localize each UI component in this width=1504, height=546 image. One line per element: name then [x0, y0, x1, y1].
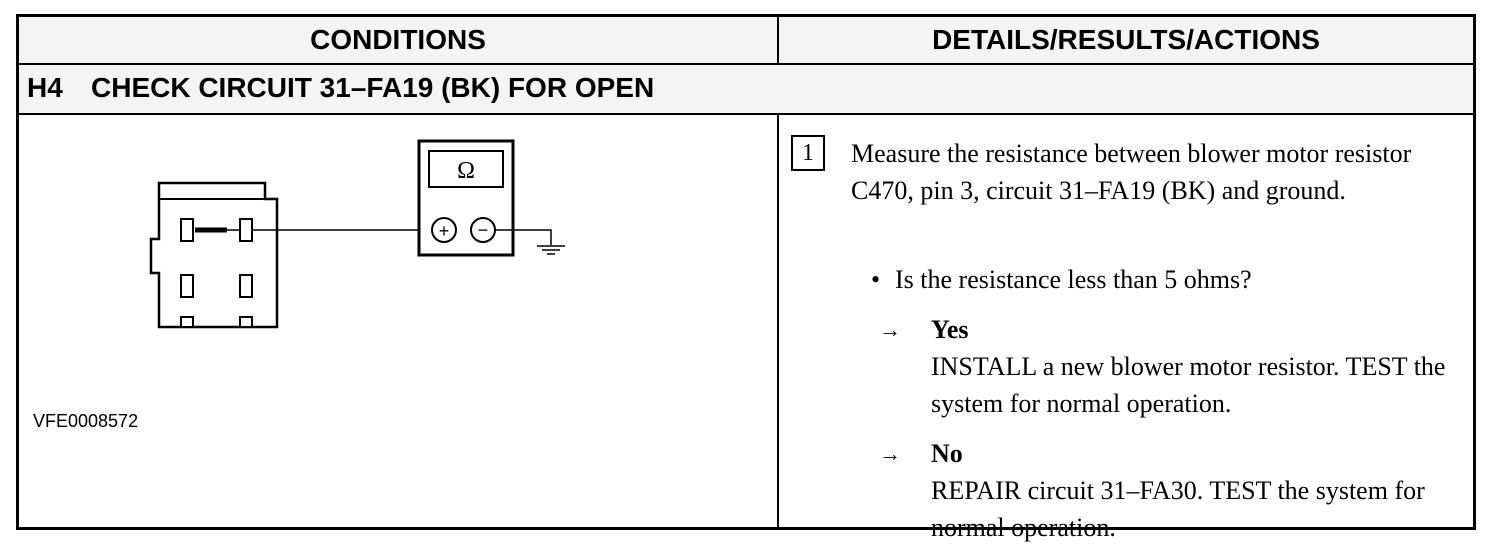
table-header-row: CONDITIONS DETAILS/RESULTS/ACTIONS	[19, 17, 1473, 65]
no-label: No	[931, 439, 963, 468]
connector-pin	[239, 316, 253, 328]
step-id: H4	[27, 72, 63, 103]
yes-label: Yes	[931, 315, 969, 344]
connector-pin	[180, 274, 194, 298]
figure-id: VFE0008572	[33, 411, 139, 431]
connector-pin-3	[239, 218, 253, 242]
arrow-right-icon: →	[879, 441, 901, 466]
ohmmeter-display	[428, 150, 504, 188]
positive-terminal	[431, 217, 457, 243]
connector-pin	[180, 316, 194, 328]
diagnostic-table: CONDITIONS DETAILS/RESULTS/ACTIONS H4 CH…	[16, 14, 1476, 542]
step-title: CHECK CIRCUIT 31–FA19 (BK) FOR OPEN	[91, 72, 655, 103]
connector-outline	[149, 181, 279, 329]
test-lead-negative	[495, 229, 552, 245]
no-action-text: REPAIR circuit 31–FA30. TEST the system …	[931, 476, 1425, 542]
yes-action-text: INSTALL a new blower motor resistor. TES…	[931, 352, 1446, 418]
details-header: DETAILS/RESULTS/ACTIONS	[932, 24, 1320, 55]
instruction-text: Measure the resistance between blower mo…	[851, 139, 1412, 205]
connector-pin	[239, 274, 253, 298]
connector-pin	[180, 218, 194, 242]
bullet-icon: •	[871, 265, 881, 294]
question-item: • Is the resistance less than 5 ohms?	[871, 261, 1451, 298]
arrow-right-icon: →	[879, 317, 901, 342]
question-text: Is the resistance less than 5 ohms?	[895, 265, 1252, 294]
details-cell: 1 Measure the resistance between blower …	[779, 115, 1473, 542]
conditions-header: CONDITIONS	[19, 17, 779, 63]
negative-terminal-label: −	[478, 220, 489, 240]
ground-icon	[537, 245, 565, 255]
step-number-box: 1	[791, 135, 825, 171]
conditions-cell: Ω + − VFE0008572	[19, 115, 779, 527]
connector-ohmmeter-diagram: Ω + −	[149, 139, 565, 329]
step-title-row: H4 CHECK CIRCUIT 31–FA19 (BK) FOR OPEN	[19, 65, 1473, 115]
ohm-symbol: Ω	[457, 158, 475, 184]
positive-terminal-label: +	[439, 221, 450, 241]
